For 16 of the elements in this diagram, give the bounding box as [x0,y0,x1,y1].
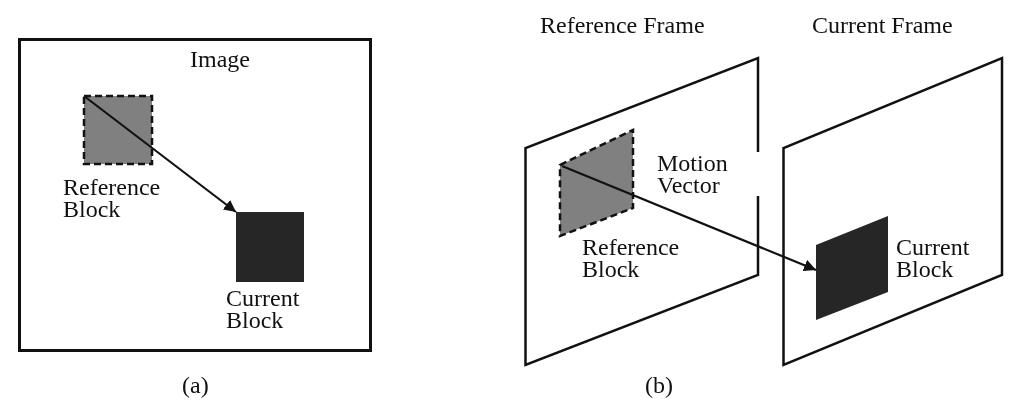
frame-title: Current Frame [812,14,953,36]
current-block [236,212,304,282]
reference-block [83,95,153,165]
panel-label: (a) [182,372,209,398]
current-block [816,216,888,320]
arrow [83,95,237,213]
frame-title: Image [190,48,250,70]
block-label: Current Block [226,287,301,331]
block-label: Current Block [896,236,971,280]
reference-block [559,128,635,238]
image-frame [18,38,372,352]
block-label: Reference Block [63,176,162,220]
arrow [561,165,817,271]
panel-label: (b) [645,372,673,398]
block-label: Reference Block [582,236,681,280]
frame-title: Reference Frame [540,14,705,36]
